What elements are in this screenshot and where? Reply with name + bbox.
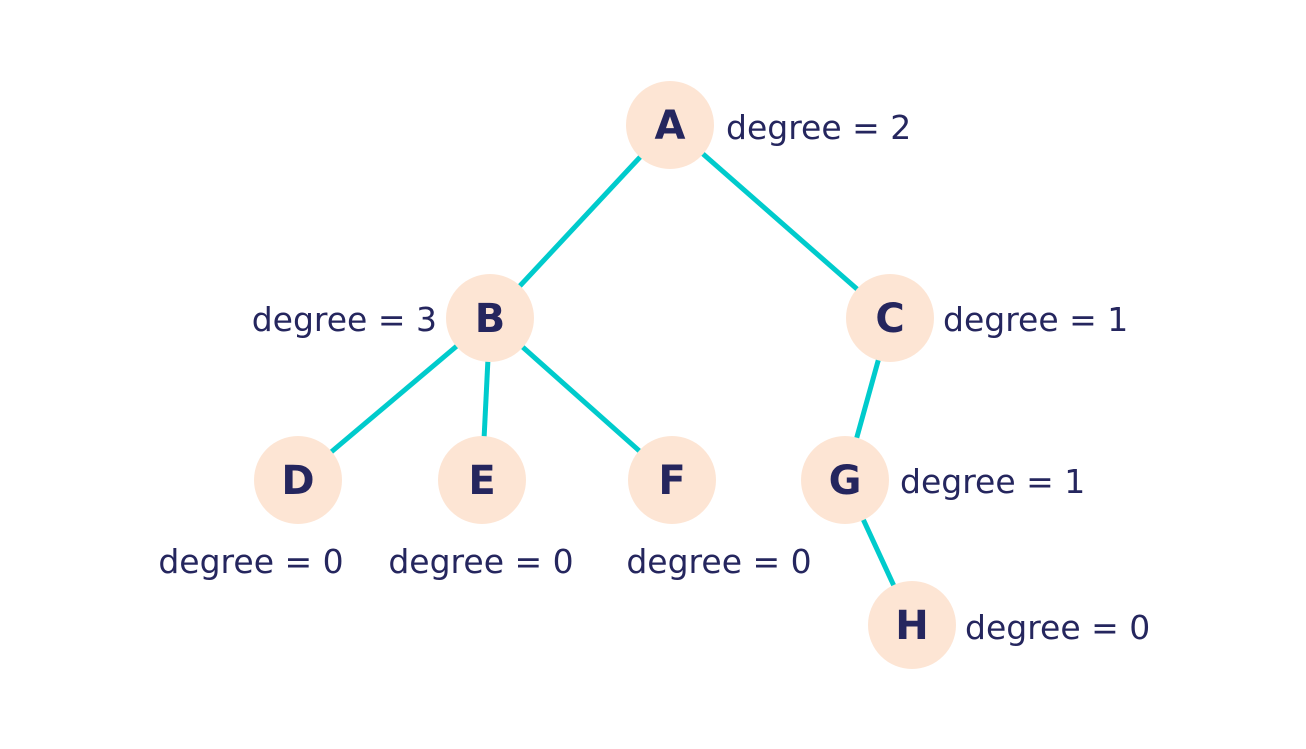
node-c: C (846, 274, 934, 362)
node-f-letter: F (658, 458, 685, 504)
node-h: H (868, 581, 956, 669)
node-f: F (628, 436, 716, 524)
degree-label-g: degree = 1 (900, 462, 1085, 501)
node-h-circle (868, 581, 956, 669)
node-a-letter: A (655, 103, 686, 149)
node-a-circle (626, 81, 714, 169)
edge-a-c (668, 123, 892, 320)
node-g-circle (801, 436, 889, 524)
node-c-letter: C (875, 296, 904, 342)
node-d: D (254, 436, 342, 524)
node-f-circle (628, 436, 716, 524)
node-h-letter: H (895, 603, 928, 649)
node-a: A (626, 81, 714, 169)
node-g: G (801, 436, 889, 524)
node-e-circle (438, 436, 526, 524)
degree-label-d: degree = 0 (158, 542, 343, 581)
labels-layer: degree = 2 degree = 3 degree = 1 degree = 0… (158, 108, 1150, 647)
node-e: E (438, 436, 526, 524)
node-b: B (446, 274, 534, 362)
degree-label-h: degree = 0 (965, 608, 1150, 647)
node-d-circle (254, 436, 342, 524)
node-c-circle (846, 274, 934, 362)
degree-label-c: degree = 1 (943, 300, 1128, 339)
node-d-letter: D (281, 458, 314, 504)
node-b-circle (446, 274, 534, 362)
node-e-letter: E (468, 458, 495, 504)
node-b-letter: B (475, 296, 506, 342)
node-g-letter: G (829, 458, 862, 504)
degree-label-e: degree = 0 (388, 542, 573, 581)
degree-label-a: degree = 2 (726, 108, 911, 147)
nodes-layer: A B C D E F G H (254, 81, 956, 669)
degree-label-f: degree = 0 (626, 542, 811, 581)
degree-label-b: degree = 3 (252, 300, 437, 339)
